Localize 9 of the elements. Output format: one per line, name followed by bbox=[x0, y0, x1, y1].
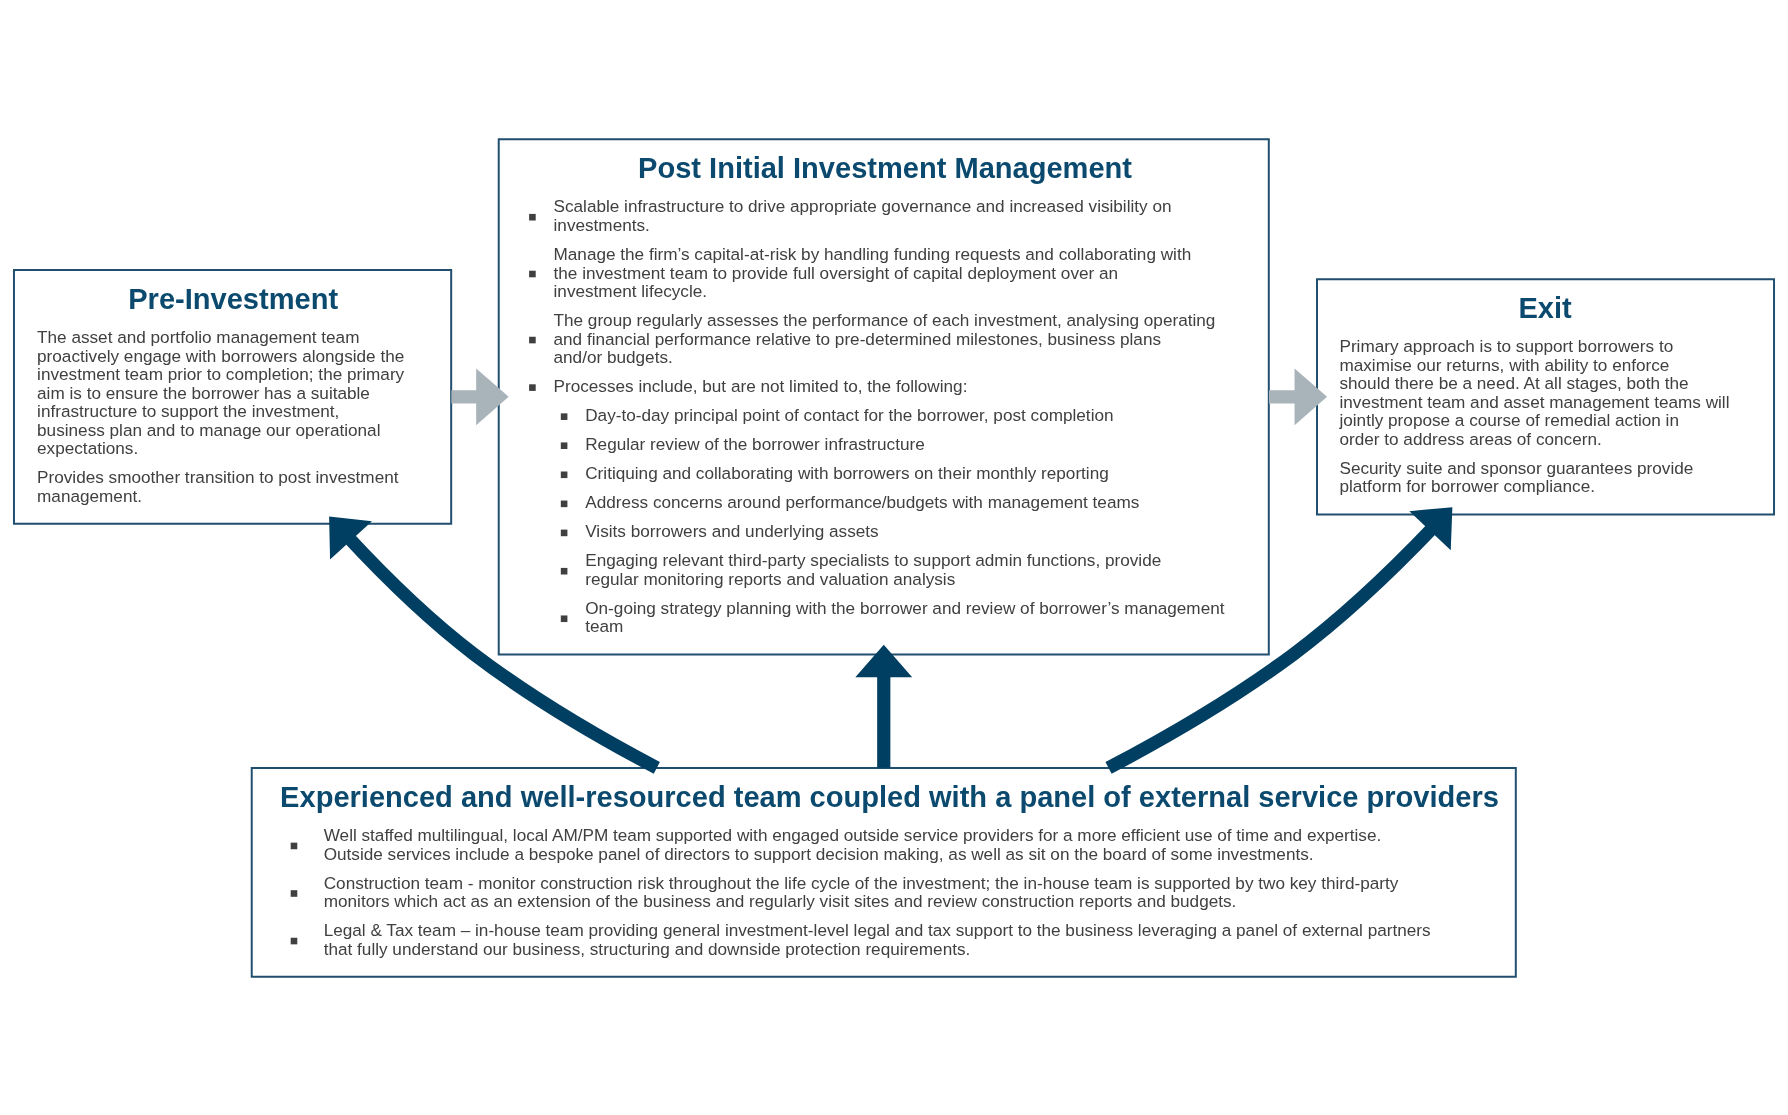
node-box: Experienced and well-resourced team coupled with a panel of external service providers Well staffed multilingual, local AM/PM team supported with engaged outside service providers for a more efficient use of time and expertise. Outside services include a bespoke panel of directors to support decision making, as well as sit on the board of some investments. Construction team - monitor construction risk throughout the life cycle of the investment; the in-house team is supported by two key third-party monitors which act as an extension of the business and regularly visit sites and review construction reports and budgets. Legal & Tax team – in-house team providing general investment-level legal and tax support to the business leveraging a panel of external partners that fully understand our business, structuring and downside protection requirements. bbox=[250, 766, 1517, 978]
arrow bbox=[451, 367, 509, 425]
arrow bbox=[1105, 506, 1453, 774]
node-box: Pre-Investment The asset and portfolio management team proactively engage with borrowers alongside the investment team prior to completion; the primary aim is to ensure the borrower has a suitable infrastructure to support the investment, business plan and to manage our operational expectations. Provides smoother transition to post investment management. bbox=[13, 268, 453, 525]
node-box: Exit Primary approach is to support borrowers to maximise our returns, with ability to enforce should there be a need. At all stages, both the investment team and asset management teams will jointly propose a course of remedial action in order to address areas of concern. Security suite and sponsor guarantees provide platform for borrower compliance. bbox=[1316, 277, 1775, 515]
arrow bbox=[855, 644, 913, 768]
arrow bbox=[329, 515, 660, 774]
node-box: Post Initial Investment Management Scalable infrastructure to drive appropriate governance and increased visibility on investments. Manage the firm’s capital-at-risk by handling funding requests and collaborating with the investment team to provide full oversight of capital deployment over an investment lifecycle. The group regularly assesses the performance of each investment, analysing operating and financial performance relative to pre-determined milestones, business plans and/or budgets. Processes include, but are not limited to, the following: Day-to-day principal point of contact for the borrower, post completion Regular review of the borrower infrastructure Critiquing and collaborating with borrowers on their monthly reporting Address concerns around performance/budgets with management teams Visits borrowers and underlying assets Engaging relevant third-party specialists to support admin functions, provide regular monitoring reports and valuation analysis On-going strategy planning with the borrower and review of borrower’s management team bbox=[497, 137, 1270, 655]
arrow bbox=[1268, 367, 1328, 425]
